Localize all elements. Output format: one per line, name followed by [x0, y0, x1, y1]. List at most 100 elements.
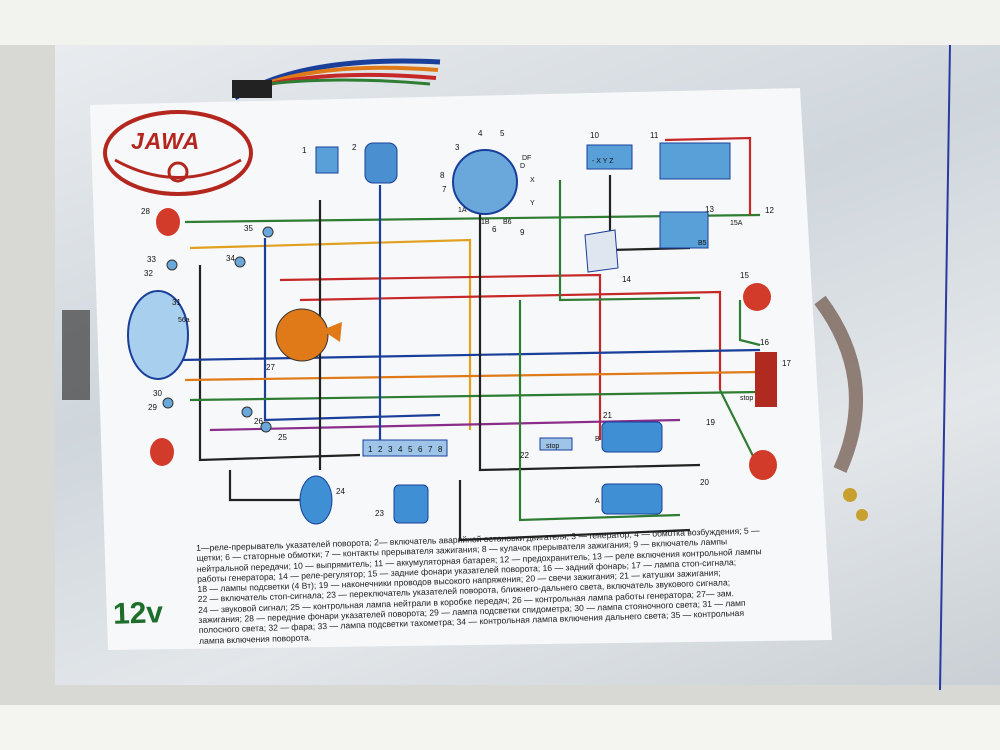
terminal-coil-b: B	[595, 436, 600, 443]
ignition-coil-a	[601, 483, 663, 515]
terminal-1b: 1B	[481, 219, 490, 226]
terminal-fuse: 15A	[730, 220, 743, 227]
wire-red-1	[279, 273, 602, 440]
voltage-label: 12v	[112, 596, 164, 631]
background-bottom	[0, 705, 1000, 750]
label-4: 4	[478, 129, 483, 138]
wire-red-battery	[664, 136, 752, 215]
label-26: 26	[254, 417, 263, 426]
engine-stop-switch	[364, 142, 398, 184]
label-3: 3	[455, 143, 460, 152]
wire-connector	[232, 80, 272, 98]
label-6: 6	[492, 225, 497, 234]
terminal-df: DF	[522, 155, 531, 162]
lamp-29	[162, 397, 174, 409]
logo-wheel	[167, 161, 189, 183]
terminal-x: X	[530, 177, 535, 184]
terminal-y: Y	[530, 200, 535, 207]
terminal-b6: B6	[503, 219, 512, 226]
generator-relay	[659, 211, 709, 249]
label-23: 23	[375, 509, 384, 518]
label-10: 10	[590, 131, 599, 140]
battery	[659, 142, 731, 180]
label-15-top: 15	[740, 271, 749, 280]
label-22: 22	[520, 451, 529, 460]
wire-purple-1	[209, 418, 681, 432]
wire-green-4	[518, 300, 681, 522]
connector-numbers: 1 2 3 4 5 6 7 8	[368, 445, 443, 454]
label-25: 25	[278, 433, 287, 442]
label-9: 9	[520, 228, 525, 237]
terminal-stop-rear: stop	[740, 395, 753, 402]
terminal-1a: 1A	[458, 207, 467, 214]
label-31: 31	[172, 298, 181, 307]
connector-4: 4	[398, 445, 403, 454]
background-top	[0, 0, 1000, 45]
tail-light	[755, 352, 777, 407]
label-17: 17	[782, 359, 791, 368]
wire-blue-1	[263, 238, 441, 422]
label-35: 35	[244, 224, 253, 233]
wire-orange-1	[184, 370, 761, 382]
wire-bundle-left	[62, 310, 90, 400]
lamp-25	[260, 421, 272, 433]
logo-wing	[114, 158, 242, 179]
connector-1: 1	[368, 445, 373, 454]
label-8: 8	[440, 171, 445, 180]
component-labels: 1 2 3 4 5 6 7 8 9 10 11 12 13 14 15 16 1…	[141, 129, 791, 518]
wire-black-6	[228, 470, 310, 502]
connector-8: 8	[438, 445, 443, 454]
wire-bundle-right	[814, 295, 863, 473]
terminal-coil-a: A	[595, 498, 600, 505]
headlight	[127, 290, 189, 380]
ignition-coil-b	[601, 421, 663, 453]
turn-relay	[315, 146, 339, 174]
label-14: 14	[622, 275, 631, 284]
wires	[179, 136, 761, 542]
regulator	[584, 229, 619, 273]
wire-green-3	[558, 180, 701, 302]
wire-blue-2	[179, 348, 761, 362]
lamp-33	[166, 259, 178, 271]
label-27: 27	[266, 363, 275, 372]
terminal-d: D	[520, 163, 525, 170]
horn	[299, 475, 333, 525]
rectifier	[586, 144, 633, 170]
terminal-b5: B5	[698, 240, 707, 247]
label-7: 7	[442, 185, 447, 194]
label-12: 12	[765, 206, 774, 215]
front-turn-light-top	[156, 208, 180, 236]
logo-oval	[103, 110, 253, 196]
label-32: 32	[144, 269, 153, 278]
stop-switch	[539, 437, 573, 451]
connector-3: 3	[388, 445, 393, 454]
terminal-rectifier: - X Y Z	[592, 158, 614, 165]
label-11: 11	[650, 131, 659, 140]
wire-green-2	[189, 390, 761, 402]
label-33: 33	[147, 255, 156, 264]
bag-seam	[939, 44, 951, 691]
ignition-lock	[275, 308, 329, 362]
ignition-key	[322, 322, 342, 342]
terminal-56a: 56a	[178, 317, 190, 324]
rear-turn-light-bottom	[749, 450, 777, 480]
terminal-lug-2	[856, 509, 868, 521]
connector-6: 6	[418, 445, 423, 454]
label-30: 30	[153, 389, 162, 398]
label-19: 19	[706, 418, 715, 427]
wire-red-2	[299, 290, 722, 390]
wire-green-6	[738, 300, 761, 347]
components	[127, 142, 777, 525]
terminal-labels: 1A 1B B6 DF D X Y - X Y Z B A 15A B5 56a…	[178, 155, 753, 505]
label-34: 34	[226, 254, 235, 263]
label-29: 29	[148, 403, 157, 412]
connector-7: 7	[428, 445, 433, 454]
connector-5: 5	[408, 445, 413, 454]
terminal-lug-1	[843, 488, 857, 502]
terminal-stop: stop	[546, 443, 559, 450]
wire-black-5	[458, 480, 691, 542]
handlebar-switch	[393, 484, 429, 524]
wire-black-3	[478, 210, 701, 472]
